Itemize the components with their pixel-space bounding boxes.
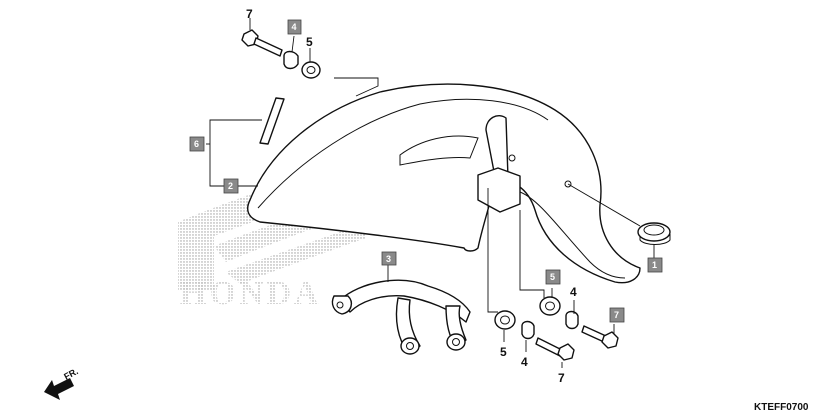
front-direction-arrow: FR. [44,366,80,400]
svg-text:6: 6 [194,139,199,149]
callout-7-top: 7 [246,7,253,21]
svg-text:4: 4 [292,22,297,32]
svg-text:1: 1 [652,260,657,270]
callout-4-bottom: 4 [521,355,528,369]
svg-text:5: 5 [500,345,507,359]
callout-6: 6 [189,136,205,152]
bottom-right-hardware [539,296,619,349]
grommet-cap [637,222,671,245]
callout-7-bottom: 7 [558,371,565,385]
fender-brace [331,279,471,355]
decal-strip [259,97,285,145]
bottom-left-hardware [494,310,575,361]
callout-7-right: 7 [609,307,625,323]
svg-text:3: 3 [386,254,391,264]
callout-4-top: 4 [287,19,302,35]
callout-3: 3 [381,251,397,266]
callout-4-right: 4 [570,285,577,299]
svg-text:7: 7 [614,310,619,320]
callout-5-right: 5 [545,269,561,285]
svg-text:5: 5 [550,272,555,282]
callout-2: 2 [223,178,239,194]
top-hardware [241,29,321,79]
callout-1: 1 [647,257,663,273]
svg-text:2: 2 [228,181,233,191]
svg-text:4: 4 [521,355,528,369]
leader-lines [206,18,655,368]
front-fender [247,83,641,284]
fr-label: FR. [62,366,79,382]
honda-watermark-text: HONDA [180,275,322,312]
diagram-code: KTEFF0700 [754,402,809,413]
callout-5-bottom: 5 [500,345,507,359]
callout-5-top: 5 [306,35,313,49]
svg-text:7: 7 [558,371,565,385]
svg-text:5: 5 [306,35,313,49]
svg-text:7: 7 [246,7,253,21]
svg-text:4: 4 [570,285,577,299]
